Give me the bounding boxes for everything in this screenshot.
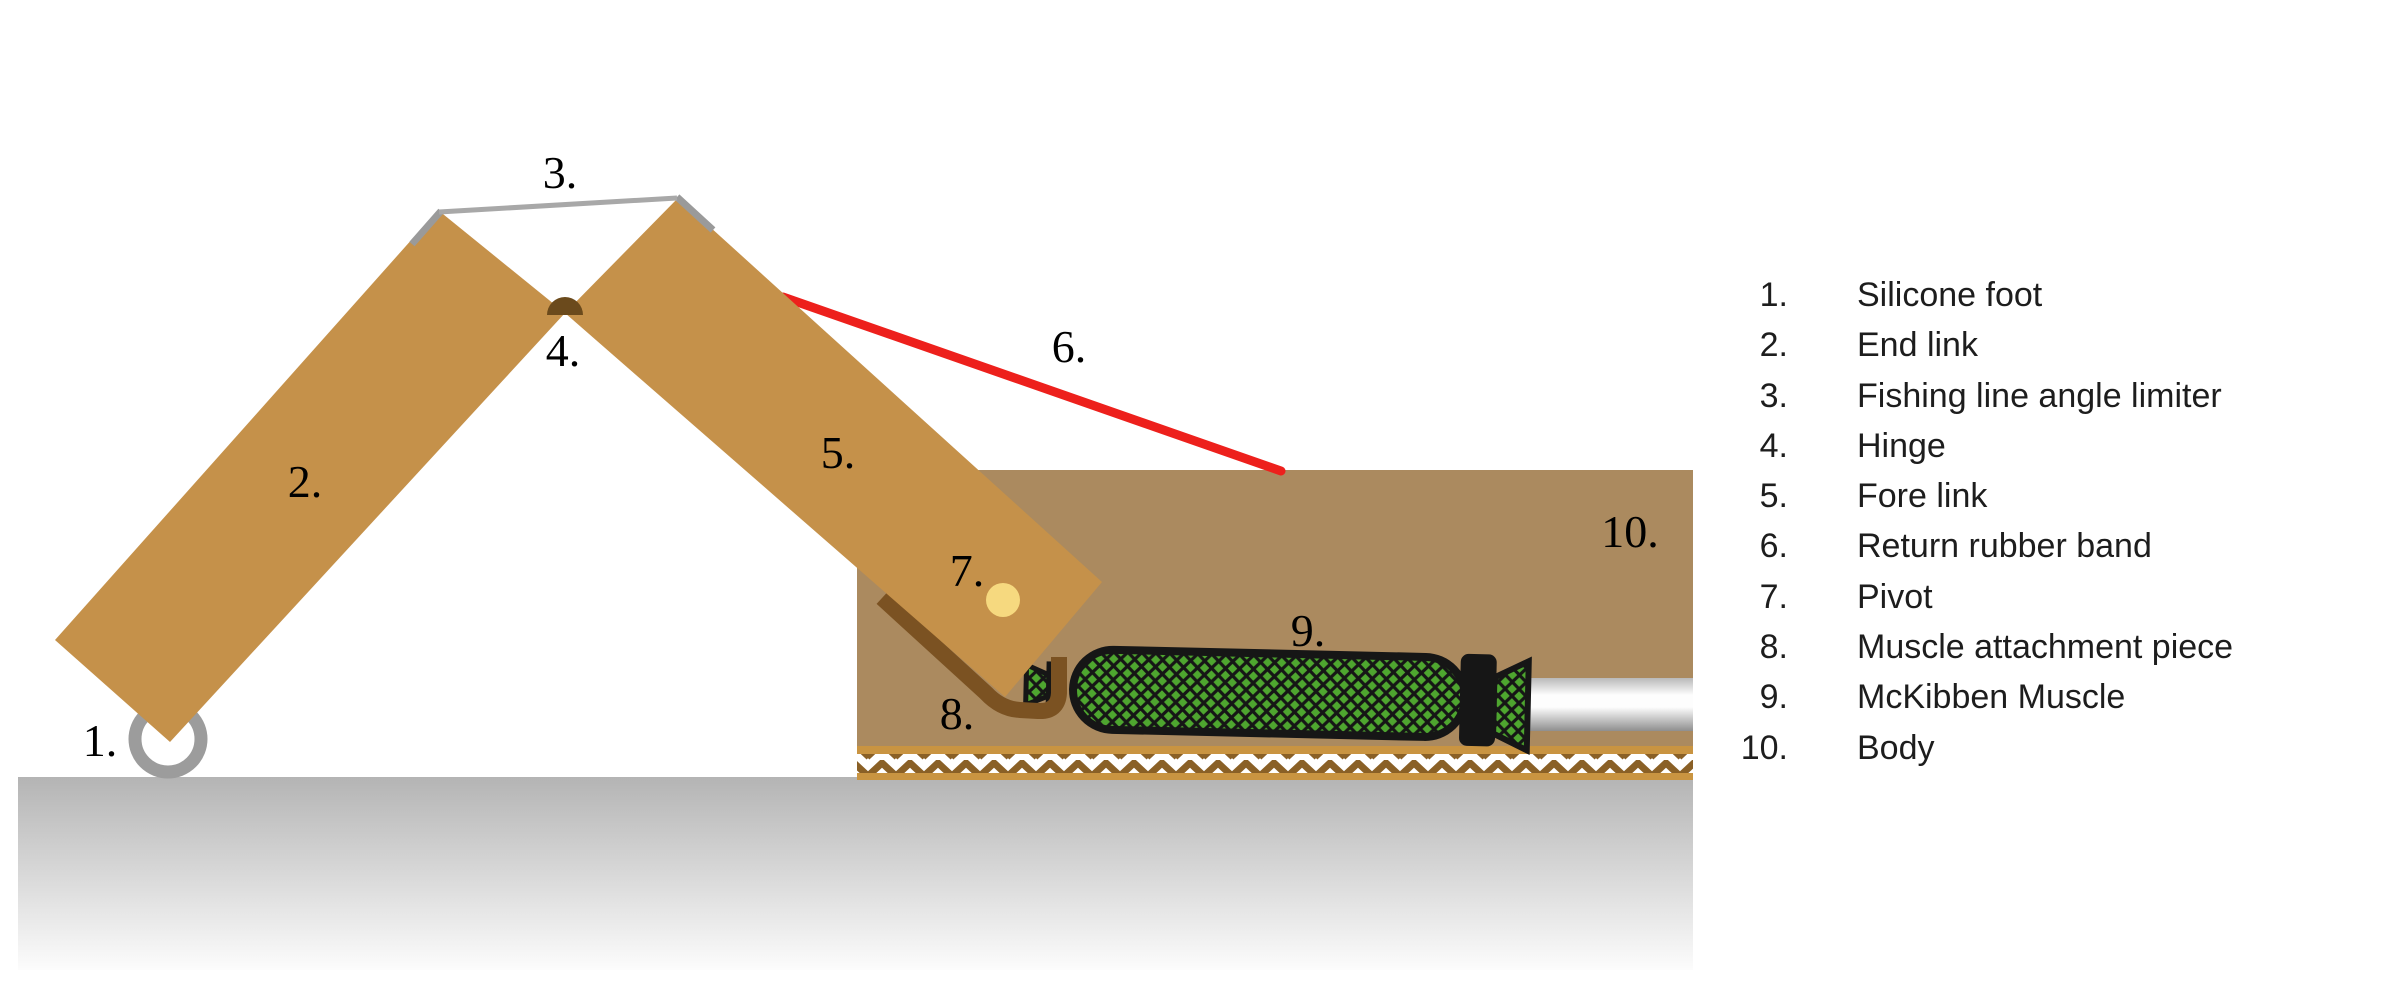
legend-label: Fishing line angle limiter bbox=[1857, 376, 2222, 415]
angle-limiter-left-strip bbox=[409, 208, 444, 247]
legend-label: Hinge bbox=[1857, 426, 1946, 465]
legend-label: Return rubber band bbox=[1857, 527, 2152, 566]
marker-6: 6. bbox=[1052, 321, 1087, 372]
legend-label: Fore link bbox=[1857, 477, 1988, 516]
legend-number: 3. bbox=[1759, 376, 1788, 415]
legend-label: McKibben Muscle bbox=[1857, 678, 2126, 717]
legend-number: 2. bbox=[1759, 326, 1788, 365]
angle-limiter-right-strip bbox=[674, 194, 716, 233]
legend-number: 5. bbox=[1759, 477, 1788, 516]
legend-item-fishing-line-angle-limiter: 3. Fishing line angle limiter bbox=[1700, 371, 2340, 421]
piston-rod bbox=[1524, 678, 1693, 731]
marker-9: 9. bbox=[1291, 605, 1326, 656]
cardboard-bottom-bar bbox=[857, 773, 1693, 780]
marker-3: 3. bbox=[543, 147, 578, 198]
legend-label: Pivot bbox=[1857, 577, 1933, 616]
legend: 1. Silicone foot 2. End link 3. Fishing … bbox=[1700, 270, 2340, 773]
legend-number: 4. bbox=[1759, 426, 1788, 465]
legend-item-mckibben-muscle: 9. McKibben Muscle bbox=[1700, 672, 2340, 722]
legend-number: 6. bbox=[1759, 527, 1788, 566]
muscle-braid-capsule bbox=[1069, 645, 1469, 741]
return-rubber-band bbox=[778, 292, 1286, 476]
legend-item-end-link: 2. End link bbox=[1700, 320, 2340, 370]
end-link bbox=[55, 210, 565, 742]
pivot bbox=[986, 583, 1020, 617]
legend-item-pivot: 7. Pivot bbox=[1700, 572, 2340, 622]
legend-item-body: 10. Body bbox=[1700, 723, 2340, 773]
legend-item-muscle-attachment-piece: 8. Muscle attachment piece bbox=[1700, 622, 2340, 672]
marker-7: 7. bbox=[950, 545, 985, 596]
legend-number: 1. bbox=[1759, 276, 1788, 314]
legend-label: Body bbox=[1857, 728, 1935, 767]
marker-1: 1. bbox=[83, 715, 118, 766]
marker-10: 10. bbox=[1601, 506, 1659, 557]
legend-label: Muscle attachment piece bbox=[1857, 628, 2234, 667]
hinge bbox=[547, 297, 583, 315]
legend-number: 7. bbox=[1759, 577, 1788, 616]
cardboard-top-bar bbox=[857, 746, 1693, 755]
legend-item-silicone-foot: 1. Silicone foot bbox=[1700, 270, 2340, 320]
legend-number: 10. bbox=[1740, 728, 1788, 767]
fishing-line bbox=[438, 195, 678, 215]
fore-link bbox=[565, 198, 1102, 697]
muscle-right-cone bbox=[1490, 656, 1532, 756]
legend-label: End link bbox=[1857, 326, 1978, 365]
legend-item-return-rubber-band: 6. Return rubber band bbox=[1700, 521, 2340, 571]
cardboard-corrugation bbox=[857, 754, 1693, 774]
legend-item-fore-link: 5. Fore link bbox=[1700, 471, 2340, 521]
legend-number: 8. bbox=[1759, 628, 1788, 667]
legend-label: Silicone foot bbox=[1857, 276, 2043, 314]
marker-5: 5. bbox=[821, 427, 856, 478]
ground bbox=[18, 777, 1693, 970]
legend-number: 9. bbox=[1759, 678, 1788, 717]
marker-2: 2. bbox=[288, 456, 323, 507]
legend-item-hinge: 4. Hinge bbox=[1700, 421, 2340, 471]
muscle-right-collar bbox=[1459, 653, 1497, 747]
marker-4: 4. bbox=[546, 325, 581, 376]
muscle-attachment-piece bbox=[876, 592, 1067, 720]
marker-8: 8. bbox=[940, 688, 975, 739]
mckibben-muscle bbox=[1023, 645, 1532, 756]
